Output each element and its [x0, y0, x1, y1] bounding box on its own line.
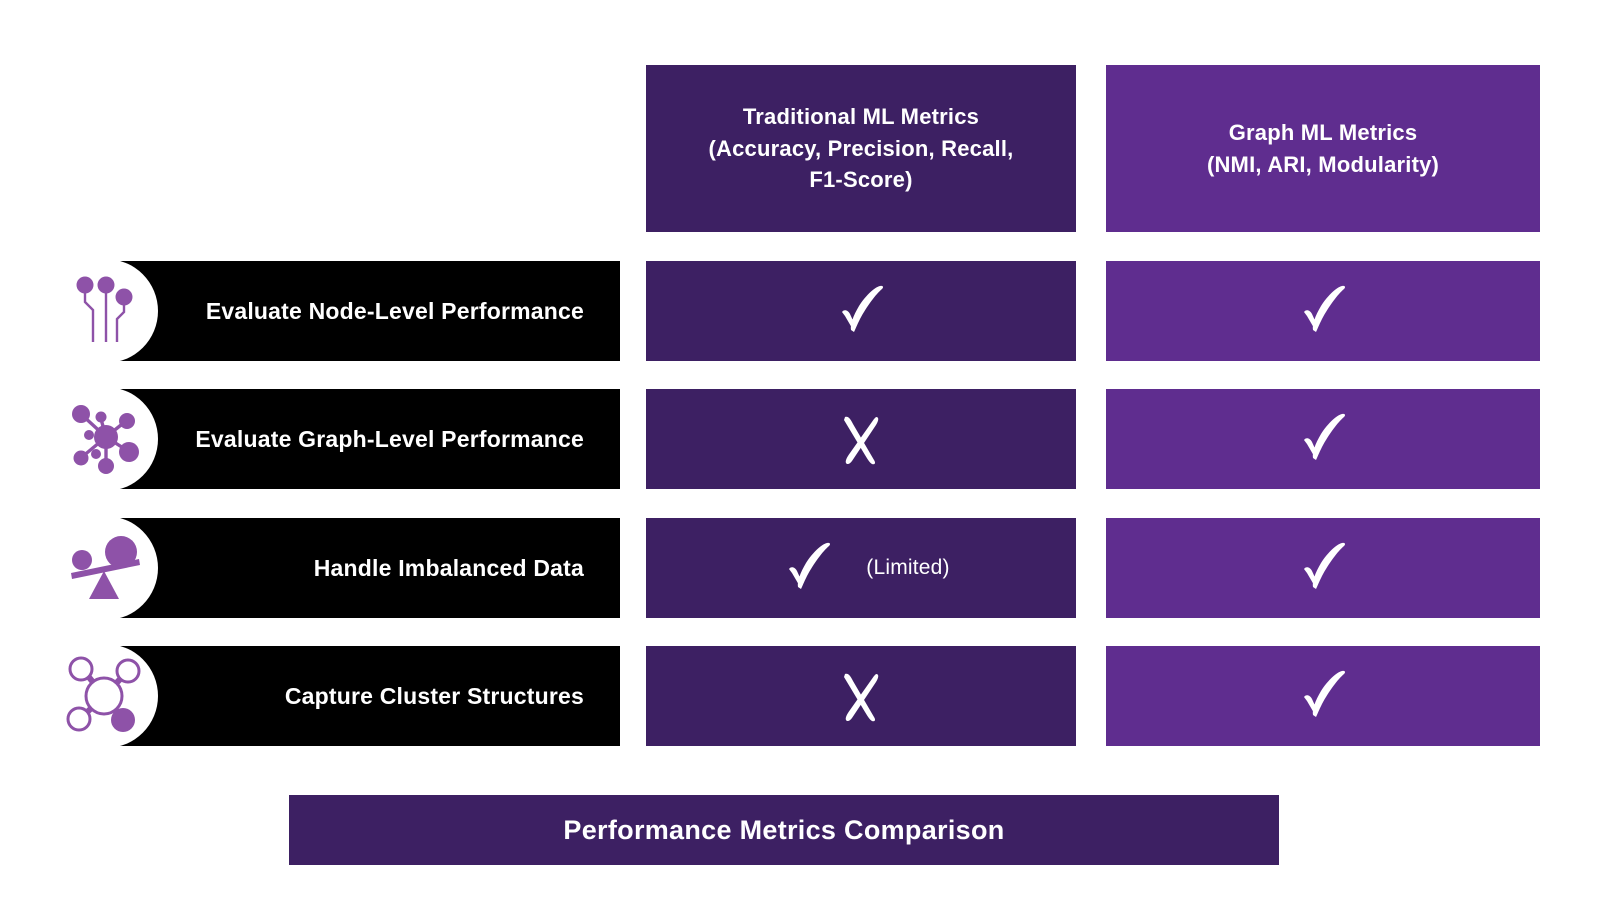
network-hub-icon — [54, 387, 158, 491]
column-header-traditional: Traditional ML Metrics (Accuracy, Precis… — [646, 65, 1076, 232]
row-label-text: Evaluate Graph-Level Performance — [195, 425, 584, 452]
footer-title: Performance Metrics Comparison — [563, 814, 1005, 845]
cell-traditional-graph-level — [646, 389, 1076, 489]
row-label-bar: Evaluate Graph-Level Performance — [54, 387, 620, 491]
row-label-text: Evaluate Node-Level Performance — [205, 297, 584, 324]
check-icon — [1304, 670, 1346, 717]
column-header-graph: Graph ML Metrics (NMI, ARI, Modularity) — [1106, 65, 1540, 232]
column-header-traditional-title: Traditional ML Metrics — [742, 103, 980, 129]
cross-icon — [844, 673, 879, 722]
row-label-text: Capture Cluster Structures — [284, 682, 584, 709]
cell-graph-cluster — [1106, 646, 1540, 746]
check-icon — [789, 542, 831, 589]
column-header-graph-subtitle: (NMI, ARI, Modularity) — [1206, 151, 1440, 177]
cell-graph-node-level — [1106, 261, 1540, 361]
cell-graph-graph-level — [1106, 389, 1540, 489]
check-icon — [1304, 285, 1346, 332]
cross-icon — [844, 416, 879, 465]
footer-banner: Performance Metrics Comparison — [289, 795, 1279, 865]
check-icon — [1304, 413, 1346, 460]
check-icon — [842, 285, 884, 332]
column-header-traditional-subtitle: (Accuracy, Precision, Recall, — [708, 135, 1014, 161]
column-header-traditional-subtitle2: F1-Score) — [809, 167, 913, 193]
cell-note-limited: (Limited) — [866, 556, 950, 579]
row-label-bar: Evaluate Node-Level Performance — [54, 259, 620, 363]
row-label-bar: Capture Cluster Structures — [54, 644, 620, 748]
cluster-molecule-icon — [54, 644, 158, 748]
column-header-graph-title: Graph ML Metrics — [1228, 119, 1418, 145]
cell-traditional-node-level — [646, 261, 1076, 361]
cell-graph-imbalanced — [1106, 518, 1540, 618]
row-label-bar: Handle Imbalanced Data — [54, 516, 620, 620]
cell-traditional-cluster — [646, 646, 1076, 746]
cell-traditional-imbalanced: (Limited) — [646, 518, 1076, 618]
balance-scale-icon — [54, 516, 158, 620]
node-stems-icon — [54, 259, 158, 363]
row-label-text: Handle Imbalanced Data — [313, 554, 584, 581]
check-icon — [1304, 542, 1346, 589]
